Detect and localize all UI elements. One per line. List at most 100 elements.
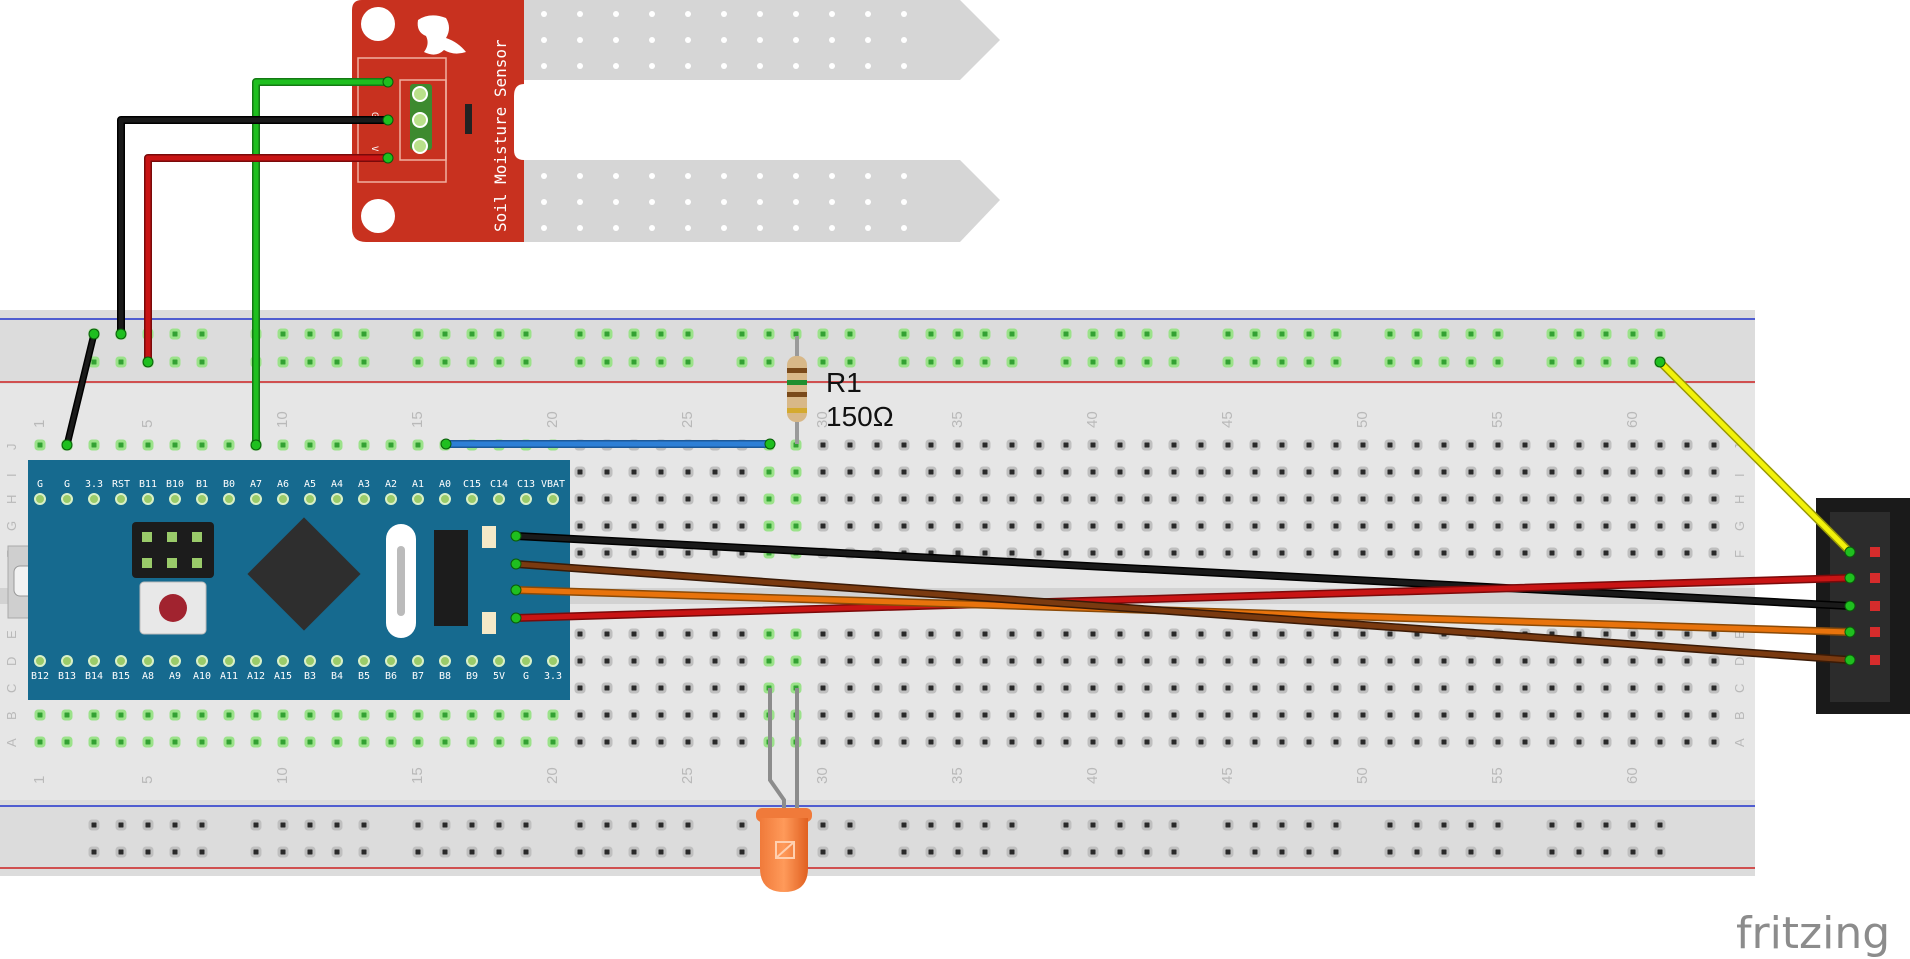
breadboard-hole[interactable] (1357, 520, 1369, 532)
breadboard-hole[interactable] (1708, 547, 1720, 559)
breadboard-hole[interactable] (1519, 466, 1531, 478)
breadboard-hole[interactable] (655, 628, 667, 640)
breadboard-hole[interactable] (736, 655, 748, 667)
breadboard-hole[interactable] (844, 493, 856, 505)
rail-hole[interactable] (1411, 356, 1423, 368)
breadboard-hole[interactable] (1384, 655, 1396, 667)
breadboard-hole[interactable] (1384, 709, 1396, 721)
rail-hole[interactable] (1114, 846, 1126, 858)
breadboard-hole[interactable] (1033, 682, 1045, 694)
rail-hole[interactable] (277, 356, 289, 368)
breadboard-hole[interactable] (817, 709, 829, 721)
breadboard-hole[interactable] (1519, 709, 1531, 721)
breadboard-hole[interactable] (1519, 655, 1531, 667)
rail-hole[interactable] (1573, 846, 1585, 858)
breadboard-hole[interactable] (1384, 547, 1396, 559)
breadboard-hole[interactable] (1681, 520, 1693, 532)
rail-hole[interactable] (1303, 356, 1315, 368)
breadboard-hole[interactable] (1546, 493, 1558, 505)
breadboard-hole[interactable] (628, 628, 640, 640)
rail-hole[interactable] (1276, 819, 1288, 831)
mcu-reset-button[interactable] (139, 581, 207, 635)
breadboard-hole[interactable] (1681, 493, 1693, 505)
breadboard-hole[interactable] (871, 736, 883, 748)
breadboard-hole[interactable] (817, 466, 829, 478)
breadboard-hole[interactable] (1222, 682, 1234, 694)
breadboard-hole[interactable] (979, 628, 991, 640)
breadboard-hole[interactable] (979, 547, 991, 559)
rail-hole[interactable] (1573, 356, 1585, 368)
resistor[interactable]: R1 150Ω (787, 336, 894, 444)
breadboard-hole[interactable] (1438, 466, 1450, 478)
breadboard-hole[interactable] (1276, 709, 1288, 721)
rail-hole[interactable] (1006, 846, 1018, 858)
breadboard-hole[interactable] (1303, 466, 1315, 478)
breadboard-hole[interactable] (547, 709, 559, 721)
breadboard-hole[interactable] (1519, 439, 1531, 451)
breadboard-hole[interactable] (1600, 709, 1612, 721)
rail-hole[interactable] (1411, 819, 1423, 831)
breadboard-hole[interactable] (898, 520, 910, 532)
breadboard-hole[interactable] (1654, 439, 1666, 451)
breadboard-hole[interactable] (844, 736, 856, 748)
rail-hole[interactable] (1087, 356, 1099, 368)
breadboard-hole[interactable] (1546, 736, 1558, 748)
header-pin[interactable] (1870, 573, 1880, 583)
rail-hole[interactable] (250, 846, 262, 858)
breadboard-hole[interactable] (1141, 709, 1153, 721)
breadboard-hole[interactable] (736, 493, 748, 505)
breadboard-hole[interactable] (1330, 655, 1342, 667)
breadboard-hole[interactable] (1330, 520, 1342, 532)
breadboard-hole[interactable] (1141, 628, 1153, 640)
breadboard-hole[interactable] (1357, 439, 1369, 451)
rail-hole[interactable] (439, 846, 451, 858)
breadboard-hole[interactable] (601, 655, 613, 667)
breadboard-hole[interactable] (1222, 628, 1234, 640)
breadboard-hole[interactable] (1681, 439, 1693, 451)
rail-hole[interactable] (628, 356, 640, 368)
rail-hole[interactable] (1249, 846, 1261, 858)
rail-hole[interactable] (1492, 846, 1504, 858)
breadboard-hole[interactable] (1519, 493, 1531, 505)
breadboard-hole[interactable] (439, 736, 451, 748)
rail-hole[interactable] (88, 846, 100, 858)
led[interactable] (756, 688, 812, 892)
breadboard-hole[interactable] (1519, 736, 1531, 748)
breadboard-hole[interactable] (1519, 520, 1531, 532)
breadboard-hole[interactable] (1168, 709, 1180, 721)
breadboard-hole[interactable] (979, 682, 991, 694)
rail-hole[interactable] (1060, 846, 1072, 858)
breadboard-hole[interactable] (1141, 493, 1153, 505)
rail-hole[interactable] (898, 846, 910, 858)
breadboard-hole[interactable] (1357, 466, 1369, 478)
breadboard-hole[interactable] (1681, 628, 1693, 640)
breadboard-hole[interactable] (331, 709, 343, 721)
breadboard-hole[interactable] (1546, 439, 1558, 451)
breadboard-hole[interactable] (88, 709, 100, 721)
breadboard-hole[interactable] (952, 466, 964, 478)
breadboard-hole[interactable] (1060, 439, 1072, 451)
breadboard-hole[interactable] (925, 709, 937, 721)
rail-hole[interactable] (493, 356, 505, 368)
breadboard-hole[interactable] (601, 466, 613, 478)
breadboard-hole[interactable] (169, 709, 181, 721)
rail-hole[interactable] (358, 328, 370, 340)
breadboard-hole[interactable] (1195, 520, 1207, 532)
breadboard-hole[interactable] (1168, 520, 1180, 532)
breadboard-hole[interactable] (1141, 655, 1153, 667)
breadboard-hole[interactable] (1087, 439, 1099, 451)
breadboard-hole[interactable] (1330, 493, 1342, 505)
breadboard-hole[interactable] (358, 439, 370, 451)
rail-hole[interactable] (952, 846, 964, 858)
breadboard-hole[interactable] (1438, 520, 1450, 532)
breadboard-hole[interactable] (1114, 520, 1126, 532)
breadboard-hole[interactable] (1681, 709, 1693, 721)
breadboard-hole[interactable] (1654, 547, 1666, 559)
rail-hole[interactable] (169, 328, 181, 340)
breadboard-hole[interactable] (1411, 682, 1423, 694)
breadboard-hole[interactable] (1627, 628, 1639, 640)
rail-hole[interactable] (1141, 356, 1153, 368)
breadboard-hole[interactable] (1627, 547, 1639, 559)
breadboard-hole[interactable] (88, 439, 100, 451)
rail-hole[interactable] (628, 328, 640, 340)
